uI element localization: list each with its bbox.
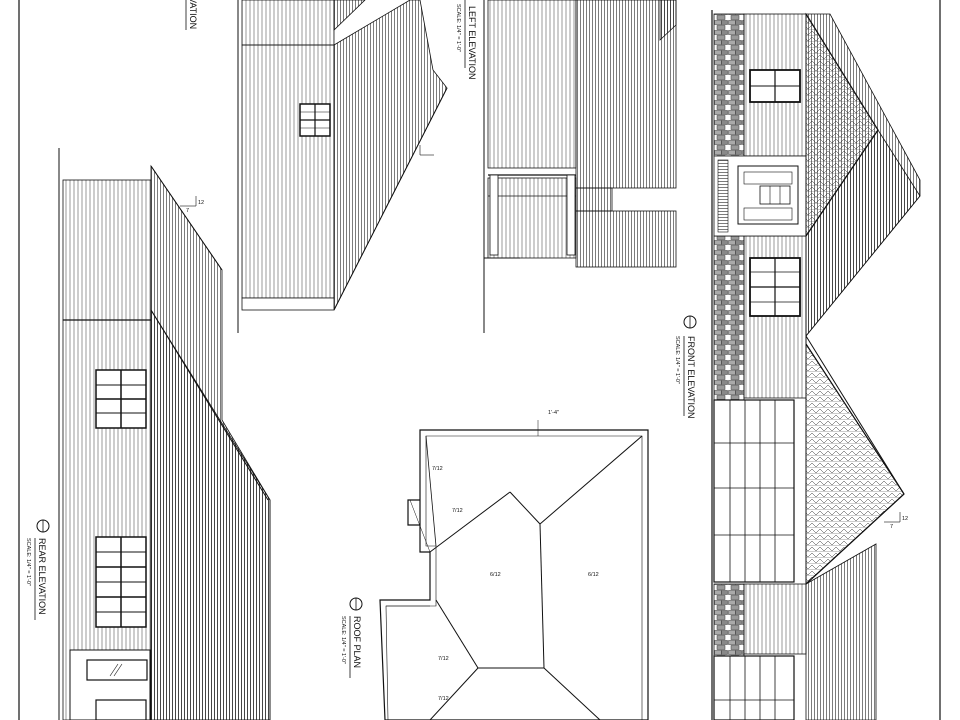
rear-elevation-title: REAR ELEVATION: [37, 538, 47, 615]
rear-pitch-symbol: 12 7: [180, 196, 204, 214]
roof-pitch-label: 6/12: [588, 572, 599, 578]
right-elevation-title: ELEVATION: [188, 0, 198, 29]
rear-window-lower: [95, 536, 147, 628]
rear-elevation-scale: SCALE: 1/4" = 1'-0": [25, 538, 31, 586]
left-elevation: LEFT ELEVATION SCALE: 1/4" = 1'-0": [455, 0, 677, 333]
rear-elevation: 12 7 REAR ELEVATION SCALE: 1/4" = 1'-0": [25, 148, 271, 720]
roof-title-block: ROOF PLAN SCALE: 1/4" = 1'-0": [340, 597, 363, 678]
right-title-block: ELEVATION: [185, 0, 198, 30]
rear-title-block: REAR ELEVATION SCALE: 1/4" = 1'-0": [25, 519, 50, 620]
left-elevation-scale: SCALE: 1/4" = 1'-0": [455, 4, 461, 52]
front-window-upper: [749, 69, 801, 103]
front-pitch-symbol: 12 7: [884, 512, 908, 530]
rear-window-upper: [95, 369, 147, 429]
front-window-lower: [749, 257, 801, 317]
left-title-block: LEFT ELEVATION SCALE: 1/4" = 1'-0": [455, 0, 477, 80]
front-door-lites: [743, 171, 793, 221]
garage-door-lower: [713, 655, 795, 720]
side-window: [299, 103, 331, 137]
upper-left-elevation: [237, 0, 448, 333]
rear-door: [69, 649, 151, 720]
front-elevation: 12 7 FRONT ELEVATION SCALE: 1/4" = 1'-0": [674, 10, 921, 720]
roof-pitch-label: 7/12: [438, 696, 449, 702]
roof-pitch-label: 7/12: [432, 466, 443, 472]
roof-pitch-label: 6/12: [490, 572, 501, 578]
roof-plan-scale: SCALE: 1/4" = 1'-0": [340, 616, 346, 664]
garage-door: [713, 399, 795, 583]
left-elevation-title: LEFT ELEVATION: [467, 6, 477, 80]
upper-left-pitch-symbol: [419, 145, 434, 156]
front-pitch-rise: 7: [890, 524, 893, 530]
rear-pitch-run: 12: [198, 200, 204, 206]
roof-pitch-label: 7/12: [438, 656, 449, 662]
front-elevation-scale: SCALE: 1/4" = 1'-0": [674, 336, 680, 384]
rear-pitch-rise: 7: [186, 208, 189, 214]
front-title-block: FRONT ELEVATION SCALE: 1/4" = 1'-0": [674, 315, 697, 419]
front-pitch-run: 12: [902, 516, 908, 522]
roof-plan: 1'-4" 7/12 7/12 6/12 6/12 7/12 7/12 ROOF…: [340, 410, 649, 720]
roof-outline: [379, 429, 649, 720]
roof-plan-title: ROOF PLAN: [352, 616, 362, 668]
roof-pitch-label: 7/12: [452, 508, 463, 514]
front-elevation-title: FRONT ELEVATION: [686, 336, 696, 419]
overhang-dimension: 1'-4": [548, 410, 559, 416]
